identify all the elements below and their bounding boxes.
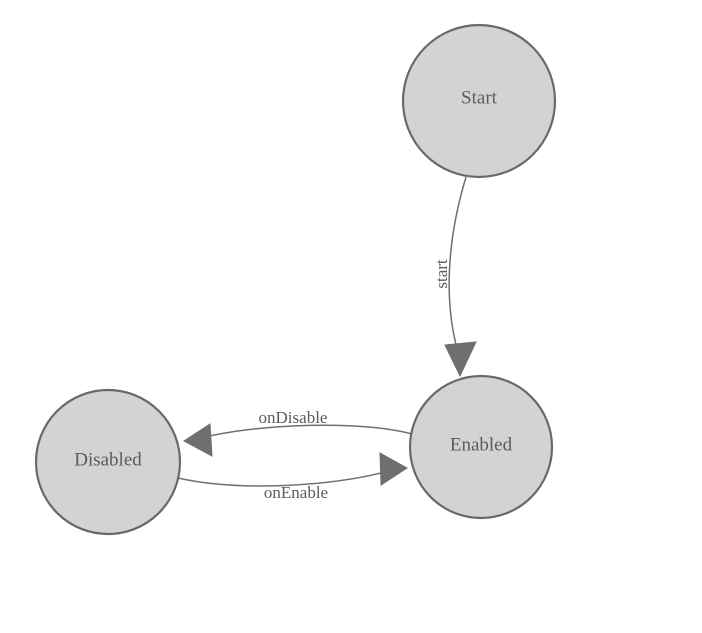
node-disabled-circle xyxy=(34,388,182,536)
arrowhead-disabled-to-enabled xyxy=(379,452,408,486)
node-start-circle xyxy=(401,23,557,179)
node-enabled[interactable]: Enabled xyxy=(408,374,554,520)
edge-start-to-enabled-path xyxy=(448,176,467,353)
edge-disabled-to-enabled[interactable]: onEnable xyxy=(177,452,408,502)
edge-label-ondisable: onDisable xyxy=(259,408,328,427)
edge-start-to-enabled[interactable]: start xyxy=(432,176,477,378)
node-disabled[interactable]: Disabled xyxy=(34,388,182,536)
node-enabled-circle xyxy=(408,374,554,520)
edge-label-start: start xyxy=(432,259,451,289)
arrowhead-start-to-enabled xyxy=(444,341,477,378)
arrowhead-enabled-to-disabled xyxy=(183,423,213,457)
node-enabled-label: Enabled xyxy=(450,434,513,455)
edge-enabled-to-disabled-path xyxy=(204,424,413,438)
edge-enabled-to-disabled[interactable]: onDisable xyxy=(183,408,413,457)
node-start-label: Start xyxy=(461,87,498,108)
edge-label-onenable: onEnable xyxy=(264,483,328,502)
edge-disabled-to-enabled-path xyxy=(177,471,386,487)
node-disabled-label: Disabled xyxy=(74,449,142,470)
node-start[interactable]: Start xyxy=(401,23,557,179)
